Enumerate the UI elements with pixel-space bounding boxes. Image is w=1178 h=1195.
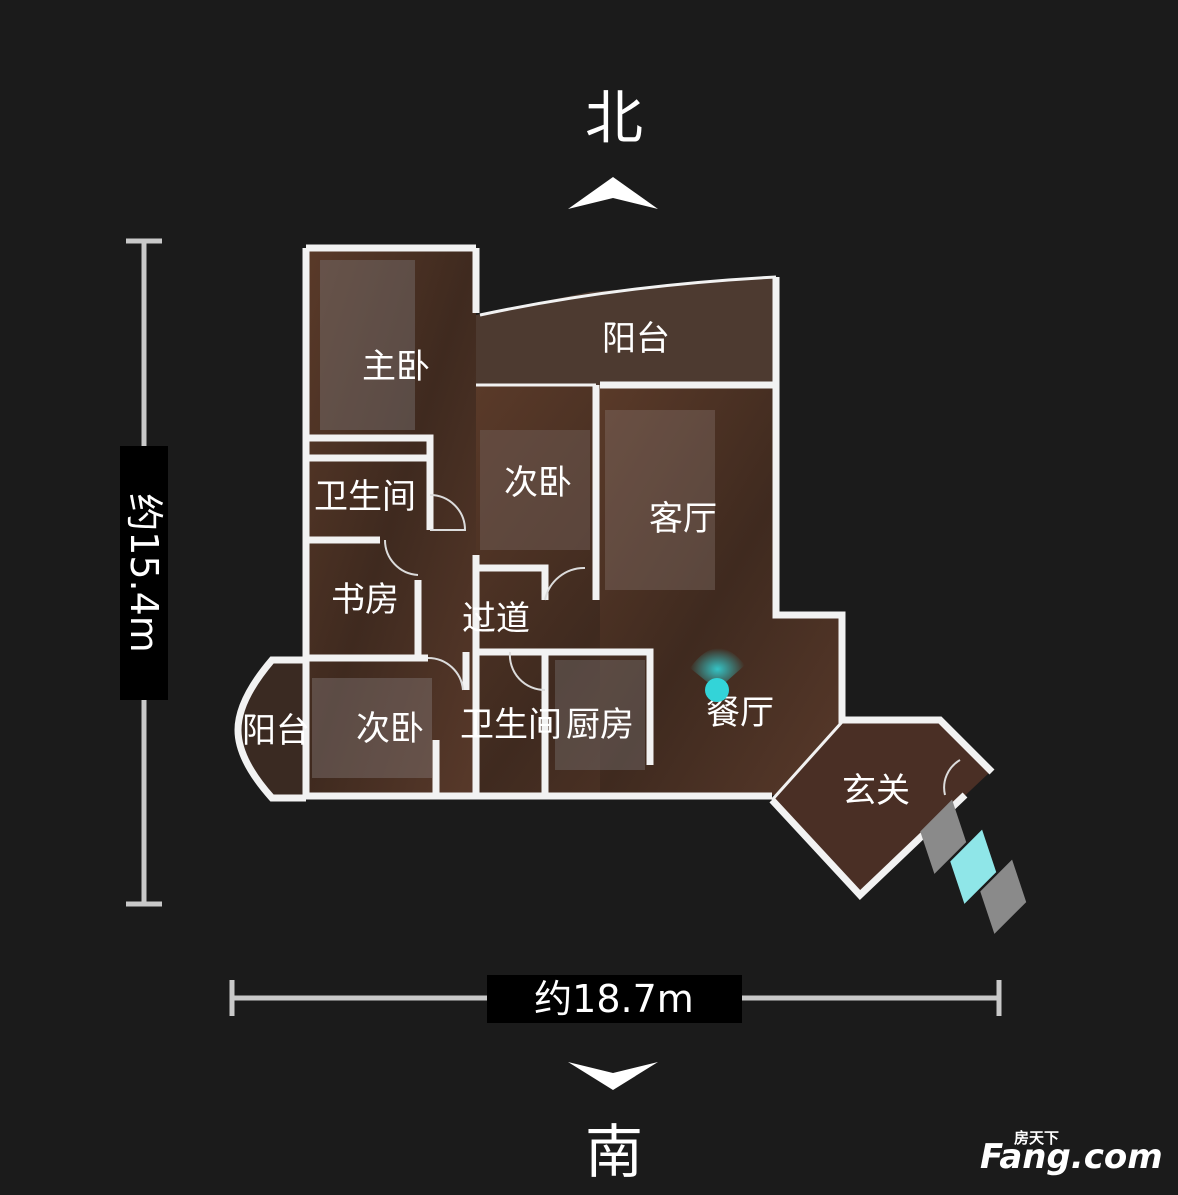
- room-label-bathroom-1: 卫生间: [314, 477, 416, 517]
- south-indicator: 南: [568, 1062, 658, 1186]
- room-label-living-room: 客厅: [649, 499, 717, 539]
- room-label-bathroom-2: 卫生间: [460, 705, 562, 745]
- room-label-corridor: 过道: [462, 599, 530, 639]
- north-arrow-icon: [568, 177, 658, 209]
- north-label: 北: [585, 84, 643, 152]
- camera-position-icon: [690, 648, 745, 702]
- room-label-second-bedroom-1: 次卧: [504, 463, 572, 503]
- floor-fill: [240, 248, 990, 895]
- logo-big-text: Fang.com: [980, 1137, 1163, 1177]
- height-dimension-label: 约15.4m: [122, 493, 166, 653]
- room-label-study: 书房: [331, 580, 399, 620]
- south-arrow-icon: [568, 1062, 658, 1090]
- room-label-balcony-west: 阳台: [242, 711, 310, 751]
- room-label-kitchen: 厨房: [566, 705, 634, 745]
- fang-logo: 房天下 Fang.com: [980, 1129, 1163, 1177]
- door-swings: [383, 494, 961, 796]
- height-dimension: 约15.4m: [120, 238, 168, 907]
- entry-arrows-icon: [920, 799, 1027, 934]
- width-dimension-label: 约18.7m: [534, 977, 694, 1021]
- south-label: 南: [585, 1118, 643, 1186]
- north-indicator: 北: [568, 84, 658, 209]
- room-label-foyer: 玄关: [842, 771, 910, 811]
- room-label-second-bedroom-2: 次卧: [356, 709, 424, 749]
- room-label-master-bedroom: 主卧: [362, 347, 430, 387]
- logo-small-text: 房天下: [1014, 1129, 1059, 1147]
- width-dimension: 约18.7m: [229, 975, 1002, 1023]
- room-label-balcony-north: 阳台: [602, 319, 670, 359]
